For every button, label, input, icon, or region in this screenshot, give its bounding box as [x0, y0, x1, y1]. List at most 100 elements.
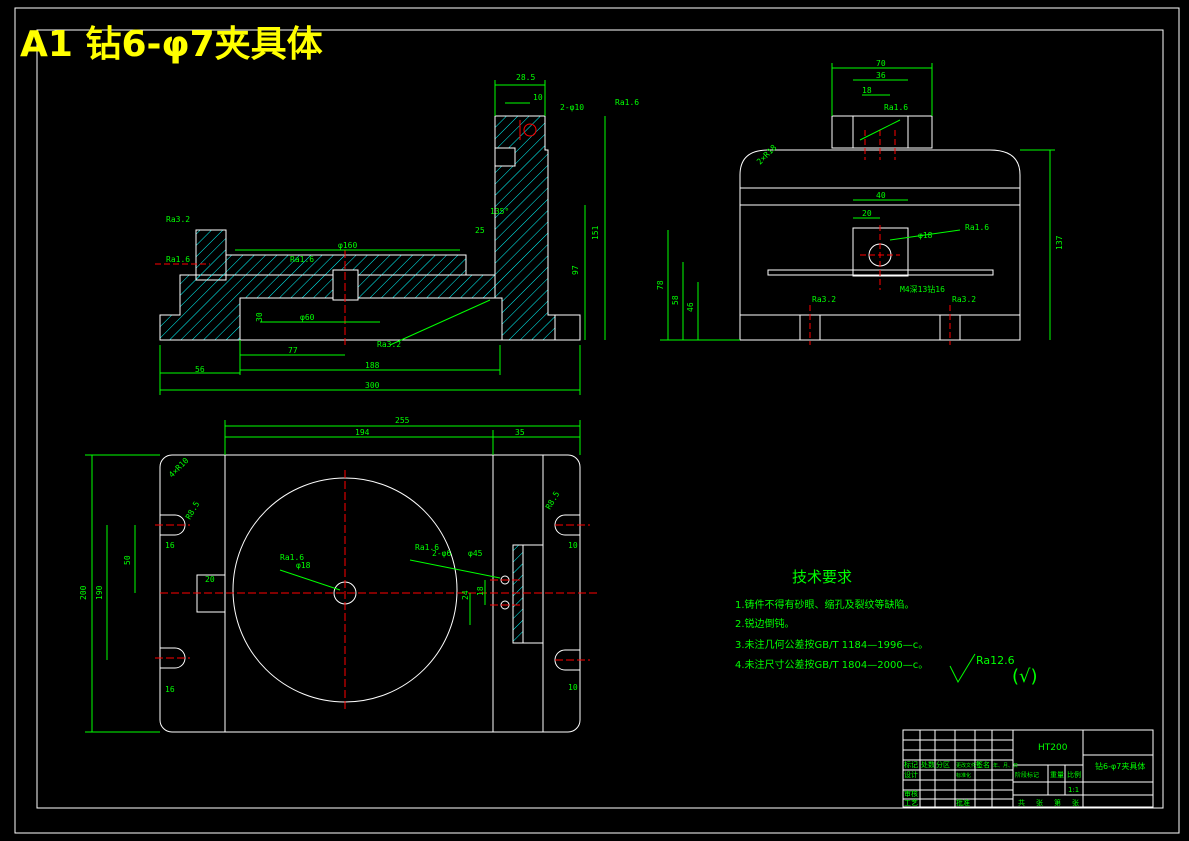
tb-cell-18: 张 [1072, 798, 1079, 807]
tech-item-1: 1.铸件不得有砂眼、缩孔及裂纹等缺陷。 [735, 598, 915, 611]
dim-10b: 10 [568, 683, 578, 692]
tb-cell-12: 重量 [1050, 771, 1064, 779]
dim-60: φ60 [300, 313, 315, 322]
tb-cell-2: 分区 [936, 760, 950, 769]
dim-18: 18 [862, 86, 872, 95]
ra-bore: Ra1.6 [290, 255, 314, 264]
tb-cell-3: 更改文件号 [956, 762, 981, 769]
title-block [902, 729, 1154, 808]
dim-16b: 16 [165, 685, 175, 694]
r-label2: R8.5 [544, 490, 562, 511]
tech-requirements: 技术要求 1.铸件不得有砂眼、缩孔及裂纹等缺陷。 2.锐边倒钝。 3.未注几何公… [735, 568, 1038, 687]
tb-cell-1: 处数 [921, 760, 935, 769]
tb-cell-9: 工艺 [904, 799, 918, 807]
tb-cell-10: 批准 [956, 798, 970, 807]
material: HT200 [1038, 743, 1068, 753]
dim-40: 40 [876, 191, 886, 200]
center-hole-callout: φ18 [296, 561, 311, 570]
outer-border [14, 7, 1180, 834]
front-view: 28.5 10 2-φ10 Ra1.6 Ra3.2 Ra1.6 25 135° … [155, 73, 639, 395]
tech-item-3: 3.未注几何公差按GB/T 1184—1996—c。 [735, 638, 928, 651]
tb-cell-4: 签名 [976, 760, 990, 769]
bore-cavity [239, 297, 503, 341]
dim-20: 20 [862, 209, 872, 218]
hole-callout: 2-φ10 [560, 103, 584, 112]
part-name: 钻6-φ7夹具体 [1095, 761, 1145, 771]
chamfer: 2×R18 [755, 143, 779, 167]
roughness-symbol [949, 653, 976, 684]
ra-b2: Ra3.2 [952, 295, 976, 304]
tech-heading: 技术要求 [792, 568, 852, 586]
ra-left: Ra3.2 [166, 215, 190, 224]
dim-190: 190 [95, 585, 104, 600]
dim-151: 151 [591, 225, 600, 240]
r-label: R8.5 [184, 500, 202, 521]
dim-46: 46 [686, 302, 695, 312]
dim-angle: 135° [490, 207, 509, 216]
tb-cell-11: 阶段标记 [1015, 771, 1039, 779]
dim-45: φ45 [468, 549, 483, 558]
side-body [739, 149, 1021, 341]
dim-70: 70 [876, 59, 886, 68]
roughness-suffix: (√) [1012, 666, 1038, 687]
ra-left2: Ra1.6 [166, 255, 190, 264]
title-block-text: HT200 钻6-φ7夹具体 标记 处数 分区 更改文件号 签名 年、月、日 设… [904, 743, 1145, 807]
side-top-block [831, 115, 933, 149]
dim-30: 30 [255, 312, 264, 322]
dim-10: 10 [533, 93, 543, 102]
tb-cell-14: 1:1 [1068, 786, 1079, 794]
dim-20-top: 20 [205, 575, 215, 584]
dim-137: 137 [1055, 235, 1064, 250]
dim-28-5: 28.5 [516, 73, 535, 82]
tb-cell-0: 标记 [904, 760, 918, 769]
dim-200: 200 [79, 585, 88, 600]
dim-97: 97 [571, 265, 580, 275]
tb-cell-5: 年、月、日 [993, 762, 1018, 769]
dim-bore: φ160 [338, 241, 357, 250]
dim-24: 24 [461, 590, 470, 600]
top-view: 255 194 35 4×R10 200 190 50 16 16 10 10 … [79, 416, 600, 733]
tb-cell-6: 设计 [904, 770, 918, 779]
left-block [195, 229, 227, 281]
dim-36: 36 [876, 71, 886, 80]
dim-10a: 10 [568, 541, 578, 550]
column-slot [494, 147, 516, 167]
side-view: 70 36 18 Ra1.6 2×R18 40 20 φ18 Ra1.6 137… [656, 59, 1064, 345]
thread: M4深13钻16 [900, 284, 945, 294]
tech-item-4: 4.未注尺寸公差按GB/T 1804—2000—c。 [735, 658, 928, 671]
tb-cell-15: 共 [1018, 798, 1025, 807]
roughness-value: Ra12.6 [976, 654, 1015, 667]
dim-255: 255 [395, 416, 410, 425]
dim-56: 56 [195, 365, 205, 374]
ra-holes: Ra1.6 [415, 543, 439, 552]
ra-bottom: Ra3.2 [377, 340, 401, 349]
ra-hole: Ra1.6 [965, 223, 989, 232]
dim-300: 300 [365, 381, 380, 390]
dim-78: 78 [656, 280, 665, 290]
side-hole-callout: φ18 [918, 231, 933, 240]
inner-border [36, 29, 1164, 809]
ra-center: Ra1.6 [280, 553, 304, 562]
dim-50: 50 [123, 555, 132, 565]
dim-16a: 16 [165, 541, 175, 550]
tb-cell-13: 比例 [1067, 770, 1081, 779]
tech-item-2: 2.锐边倒钝。 [735, 617, 795, 630]
ra-b1: Ra3.2 [812, 295, 836, 304]
tb-cell-16: 张 [1036, 798, 1043, 807]
dim-194: 194 [355, 428, 370, 437]
tb-cell-7: 标准化 [956, 772, 971, 779]
dim-188: 188 [365, 361, 380, 370]
holes-callout: 2-φ6 [432, 549, 451, 558]
tb-cell-8: 审核 [904, 789, 918, 798]
sheet-title: A1 钻6-φ7夹具体 [20, 24, 323, 65]
dim-18-top: 18 [476, 586, 485, 596]
dim-25: 25 [475, 226, 485, 235]
corner-radius: 4×R10 [167, 456, 191, 480]
dim-35: 35 [515, 428, 525, 437]
ra-top: Ra1.6 [615, 98, 639, 107]
dim-58: 58 [671, 295, 680, 305]
ra-top-side: Ra1.6 [884, 103, 908, 112]
tb-cell-17: 第 [1054, 798, 1061, 807]
dim-77: 77 [288, 346, 298, 355]
